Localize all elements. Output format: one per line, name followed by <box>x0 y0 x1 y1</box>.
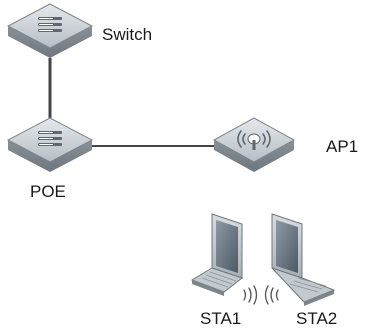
sta2-label: STA2 <box>296 309 337 328</box>
switch-label: Switch <box>102 25 152 44</box>
poe-label: POE <box>30 182 66 201</box>
switch-icon[interactable] <box>6 3 94 58</box>
sta1-label: STA1 <box>200 309 241 328</box>
wireless-signal-icon <box>243 285 279 305</box>
laptop-icon-sta2[interactable] <box>271 213 336 306</box>
poe-switch-icon[interactable] <box>6 117 94 172</box>
laptop-icon-sta1[interactable] <box>190 213 244 296</box>
access-point-icon[interactable] <box>212 117 296 172</box>
ap1-label: AP1 <box>326 137 358 156</box>
